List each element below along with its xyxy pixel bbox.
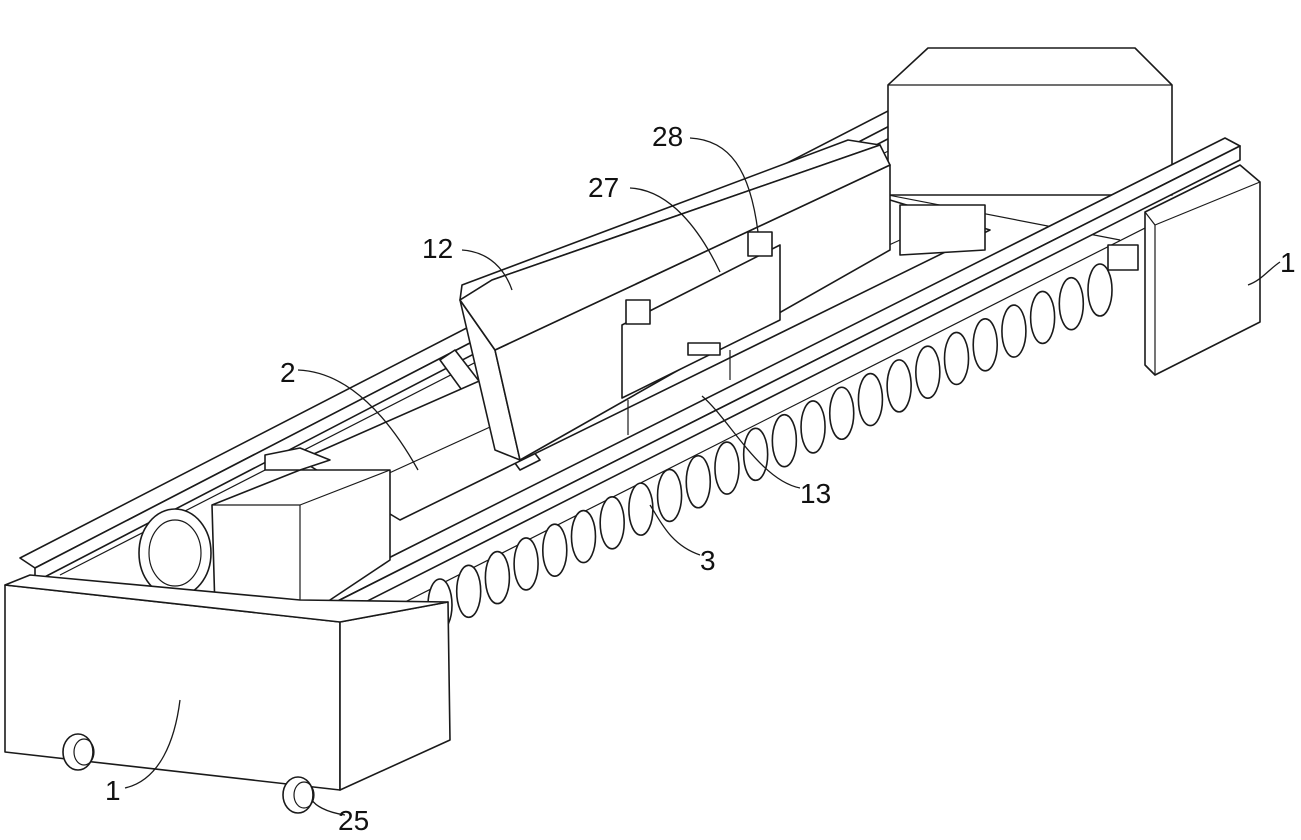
label-13: 13	[800, 478, 831, 509]
label-27: 27	[588, 172, 619, 203]
label-12: 12	[422, 233, 453, 264]
screw-flight	[887, 360, 911, 412]
screw-flight	[1002, 305, 1026, 357]
screw-flight	[830, 387, 854, 439]
screw-flight	[916, 346, 940, 398]
screw-flight	[1059, 278, 1083, 330]
screw-flight	[658, 469, 682, 521]
label-1-left: 1	[105, 775, 121, 806]
label-1-right: 1	[1280, 247, 1296, 278]
label-3: 3	[700, 545, 716, 576]
screw-flight	[629, 483, 653, 535]
screw-flight	[1031, 291, 1055, 343]
label-2: 2	[280, 357, 296, 388]
screw-flight	[543, 524, 567, 576]
label-25: 25	[338, 805, 369, 836]
screw-flight	[457, 565, 481, 617]
screw-flight	[686, 456, 710, 508]
screw-flight	[858, 374, 882, 426]
screw-flight	[973, 319, 997, 371]
screw-flight	[571, 511, 595, 563]
screw-flight	[1088, 264, 1112, 316]
screw-flight	[715, 442, 739, 494]
left-end-frame-1	[5, 575, 450, 813]
screw-flight	[744, 428, 768, 480]
screw-flight	[772, 415, 796, 467]
screw-flight	[514, 538, 538, 590]
screw-flight	[600, 497, 624, 549]
screw-flight	[485, 552, 509, 604]
screw-flight	[801, 401, 825, 453]
label-28: 28	[652, 121, 683, 152]
screw-flight	[945, 332, 969, 384]
